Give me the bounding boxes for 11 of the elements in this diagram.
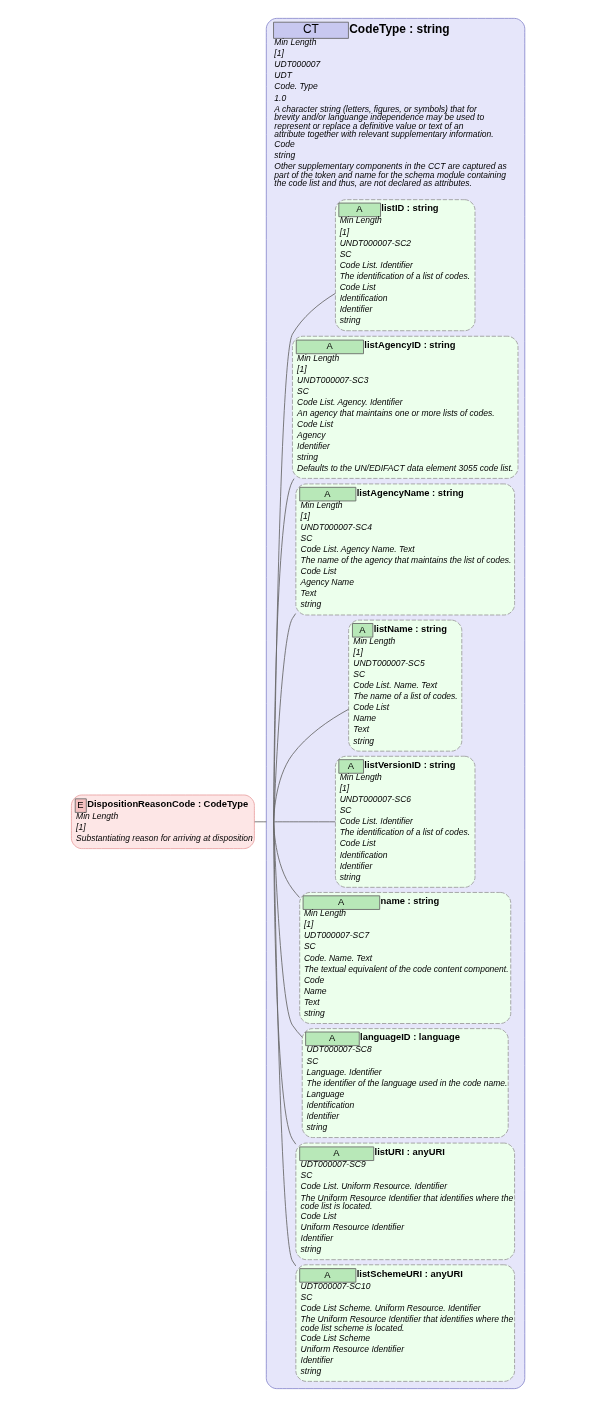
connector [253, 821, 267, 823]
connector [272, 821, 300, 898]
node-box: A listURI : anyURI UDT000007-SC9 SC Code List. Uniform Resource. Identifier The Uniform Resource Identifier that identifies where the code list is located. Code List Uniform Resource Identifier Identifier string [294, 1142, 515, 1261]
connector [272, 821, 303, 1038]
connector [272, 821, 336, 823]
connector [272, 708, 349, 823]
node-box: A listSchemeURI : anyURI UDT000007-SC10 SC Code List Scheme. Uniform Resource. Identifier The Uniform Resource Identifier that identifies where the code list scheme is located. Code List Scheme Uniform Resource Identifier Identifier string [294, 1264, 515, 1382]
node-box: A listName : string Min Length [1] UNDT000007-SC5 SC Code List. Name. Text The name of a list of codes. Code List Name Text string [347, 619, 462, 752]
connector [272, 293, 336, 823]
node-box: A listAgencyID : string Min Length [1] UNDT000007-SC3 SC Code List. Agency. Identifier An agency that maintains one or more lists of codes. Code List Agency Identifier string Defaults to the UN/EDIFACT data element 3055 code list. [291, 335, 518, 479]
node-box: E DispositionReasonCode : CodeType Min Length [1] Substantiating reason for arriving at disposition [70, 794, 255, 850]
